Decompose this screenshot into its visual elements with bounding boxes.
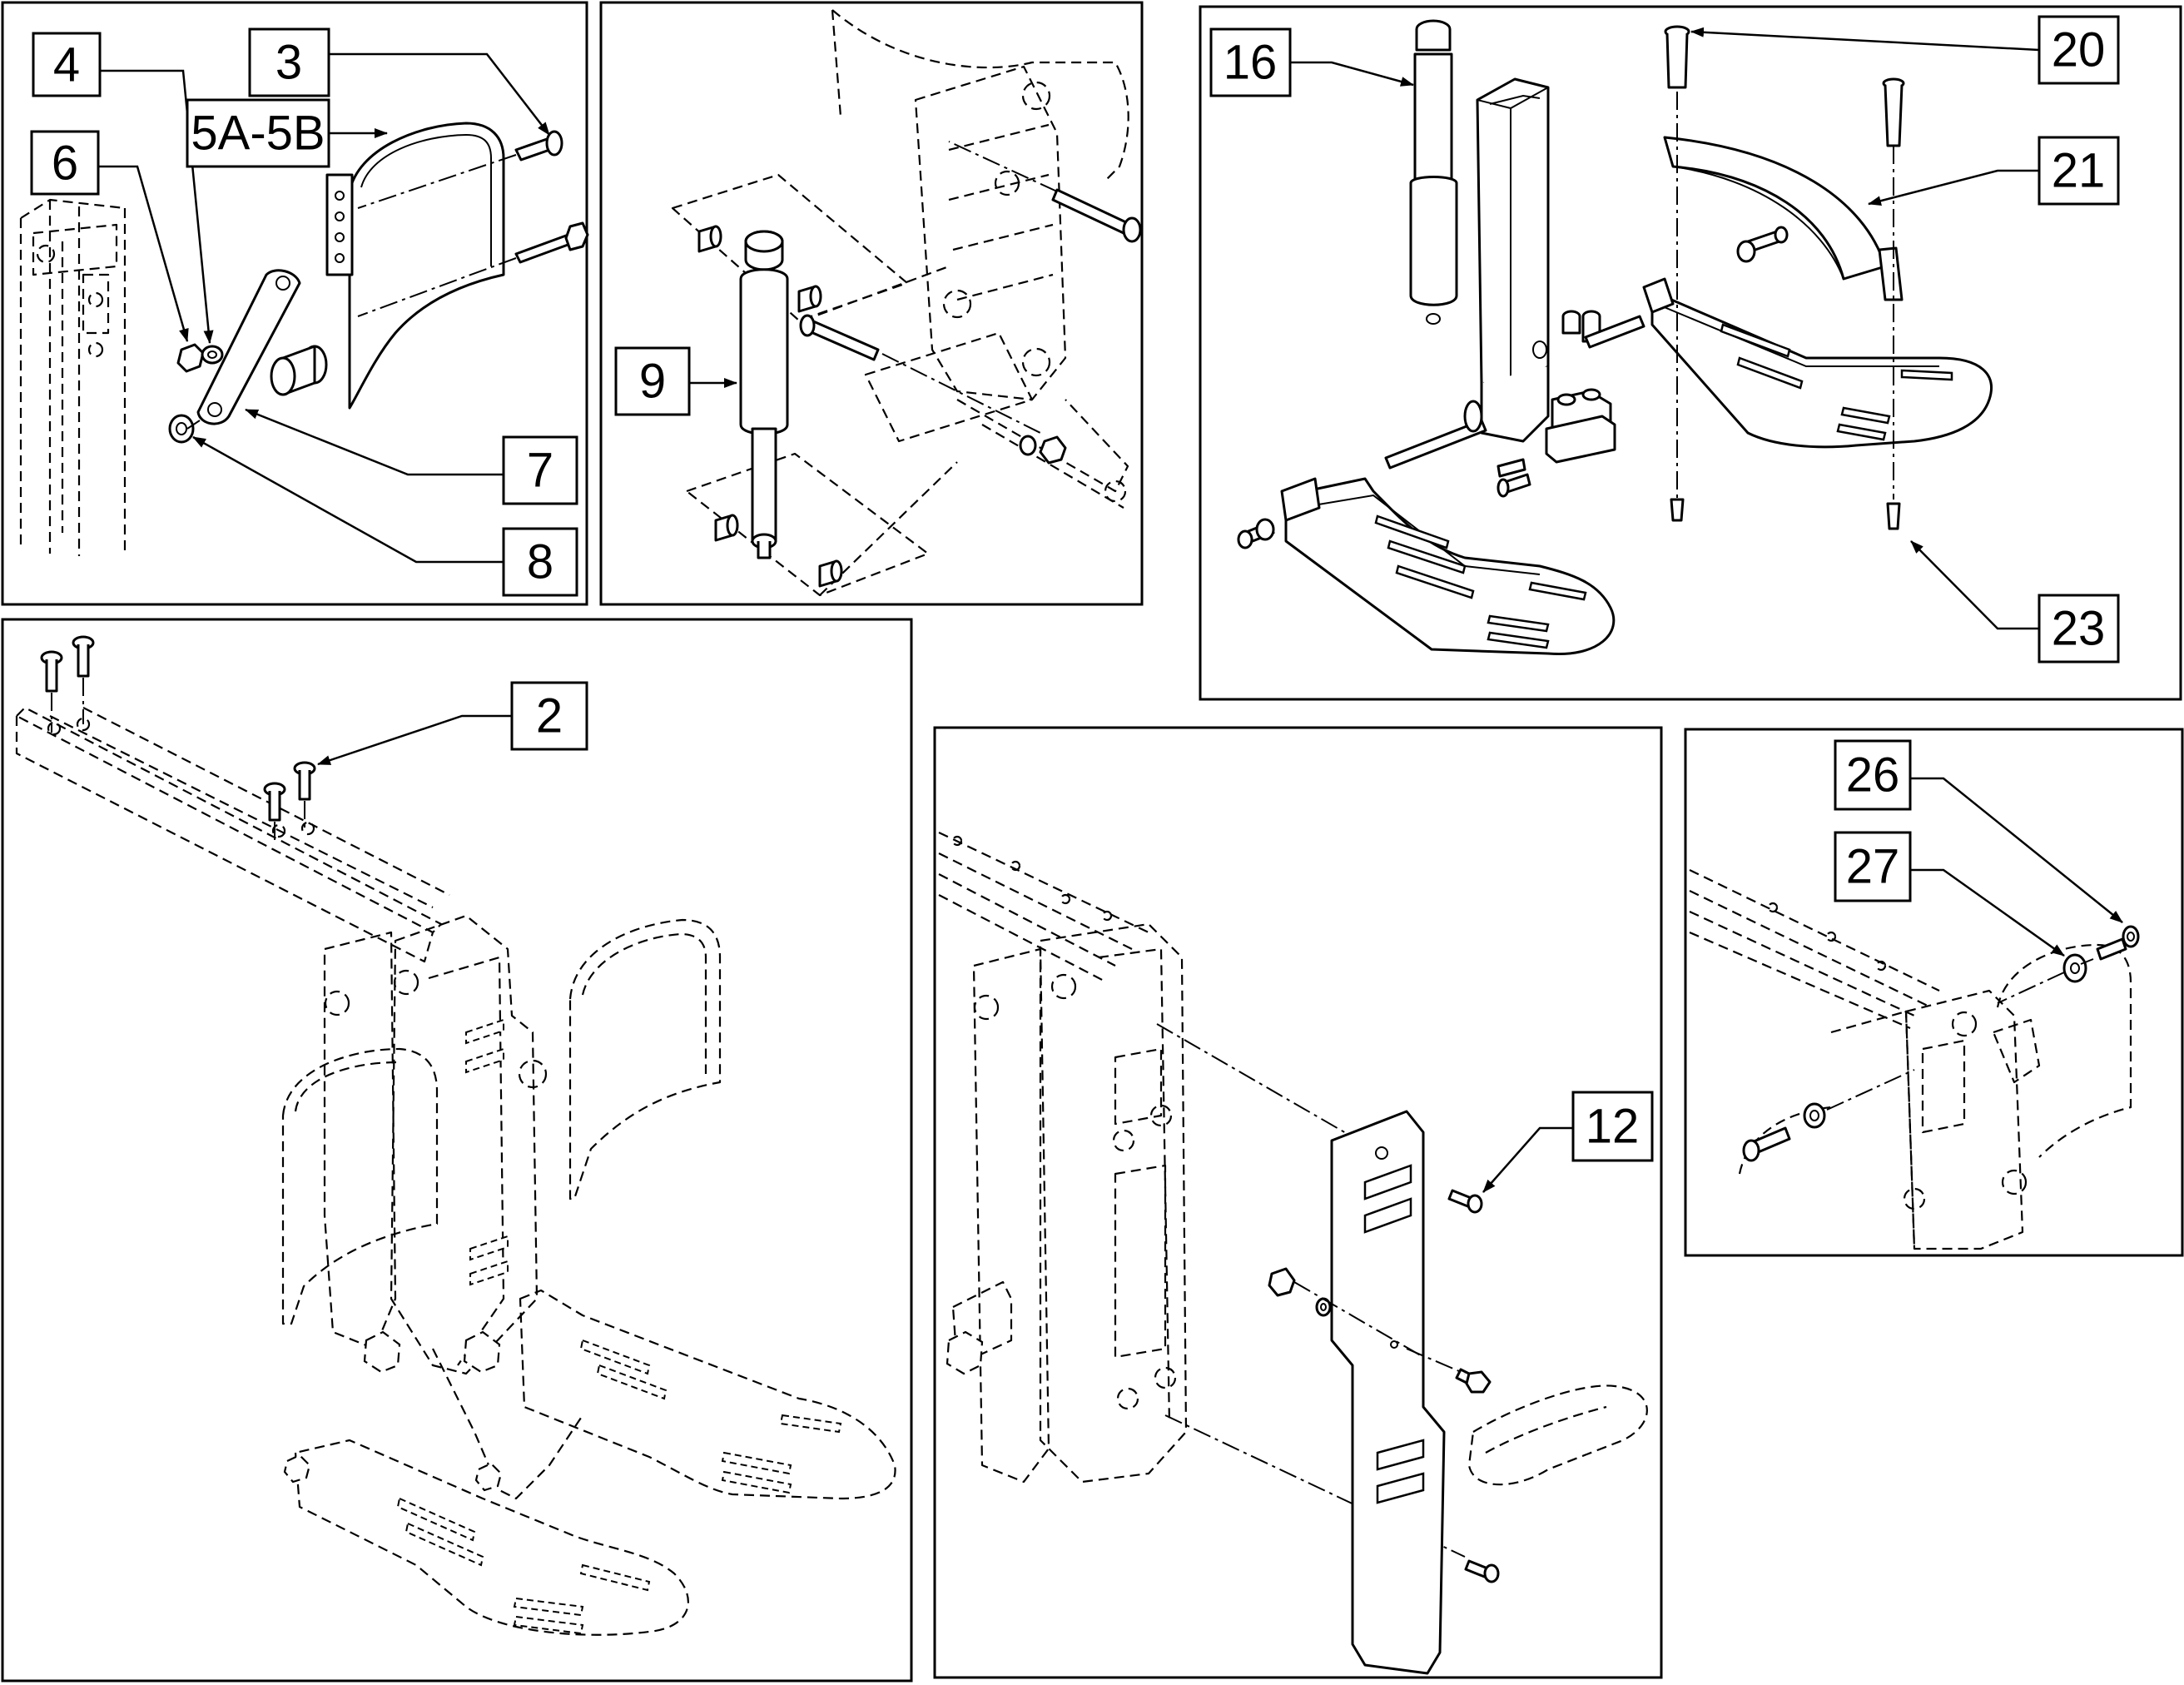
svg-text:9: 9 [639, 355, 666, 409]
panel-pivot-screws: 26 27 [1684, 728, 2184, 1257]
callout-5a-5b: 5A-5B [186, 98, 388, 168]
gas-cylinder-16 [1409, 19, 1458, 325]
bolt-20 [1664, 25, 1905, 530]
gas-spring-9 [739, 230, 789, 559]
callout-8: 8 [192, 435, 578, 597]
plate-screws [1268, 1189, 1500, 1583]
heel-strap-21 [1663, 136, 1904, 301]
callout-26: 26 [1834, 739, 2123, 923]
panel-overall-assembly: 2 [1, 618, 913, 1683]
panel-footplate-assembly: 16 20 21 23 [1199, 5, 2182, 701]
svg-text:4: 4 [53, 38, 80, 92]
washer-27 [2062, 953, 2087, 983]
pad-bracket [325, 173, 354, 276]
callout-21: 21 [1868, 136, 2120, 206]
spring-bushings [697, 225, 843, 588]
svg-text:21: 21 [2052, 144, 2106, 198]
callout-16: 16 [1209, 27, 1414, 97]
svg-text:7: 7 [527, 444, 553, 498]
nut-6 [176, 343, 205, 373]
svg-text:20: 20 [2052, 23, 2106, 77]
bushing [270, 345, 328, 396]
callout-12: 12 [1482, 1091, 1654, 1193]
screw-bolt [357, 221, 589, 317]
svg-text:27: 27 [1846, 840, 1900, 894]
lower-screw-washer [1742, 1069, 1915, 1162]
callout-3: 3 [248, 27, 550, 136]
panel-gas-spring: 9 [599, 1, 1144, 606]
svg-text:26: 26 [1846, 748, 1900, 803]
link-arm-7 [196, 269, 301, 425]
svg-text:16: 16 [1224, 36, 1278, 90]
svg-text:2: 2 [536, 689, 563, 743]
side-plate [1330, 1110, 1446, 1675]
callout-20: 20 [1690, 15, 2120, 85]
screw-26 [2096, 925, 2140, 961]
svg-text:8: 8 [527, 535, 553, 589]
callout-4: 4 [32, 32, 214, 344]
rail-screws [40, 635, 316, 841]
spring-bolts [799, 141, 1142, 465]
legrest-pad [348, 122, 505, 410]
svg-text:6: 6 [52, 137, 78, 191]
panel-legrest-pad-hardware: 3 4 5A-5B 6 7 8 [1, 1, 589, 606]
hinge-block [1545, 310, 1645, 464]
washer-4 [201, 345, 224, 365]
panel-side-plate: 12 [933, 726, 1663, 1679]
callout-27: 27 [1834, 831, 2065, 957]
callout-6: 6 [30, 130, 189, 342]
pivot-rod [1384, 400, 1526, 478]
svg-text:5A-5B: 5A-5B [191, 107, 325, 161]
callout-7: 7 [245, 408, 578, 505]
screw-3 [357, 130, 563, 209]
svg-text:12: 12 [1586, 1100, 1640, 1154]
hanger-tube [1476, 77, 1550, 443]
callout-23: 23 [1910, 540, 2120, 664]
svg-text:3: 3 [275, 36, 302, 90]
footplate-left [1237, 473, 1616, 656]
svg-text:23: 23 [2052, 602, 2106, 656]
callout-2: 2 [317, 681, 588, 766]
washer-8 [168, 414, 195, 444]
callout-9: 9 [614, 346, 737, 416]
footplate-right [1642, 277, 1993, 449]
